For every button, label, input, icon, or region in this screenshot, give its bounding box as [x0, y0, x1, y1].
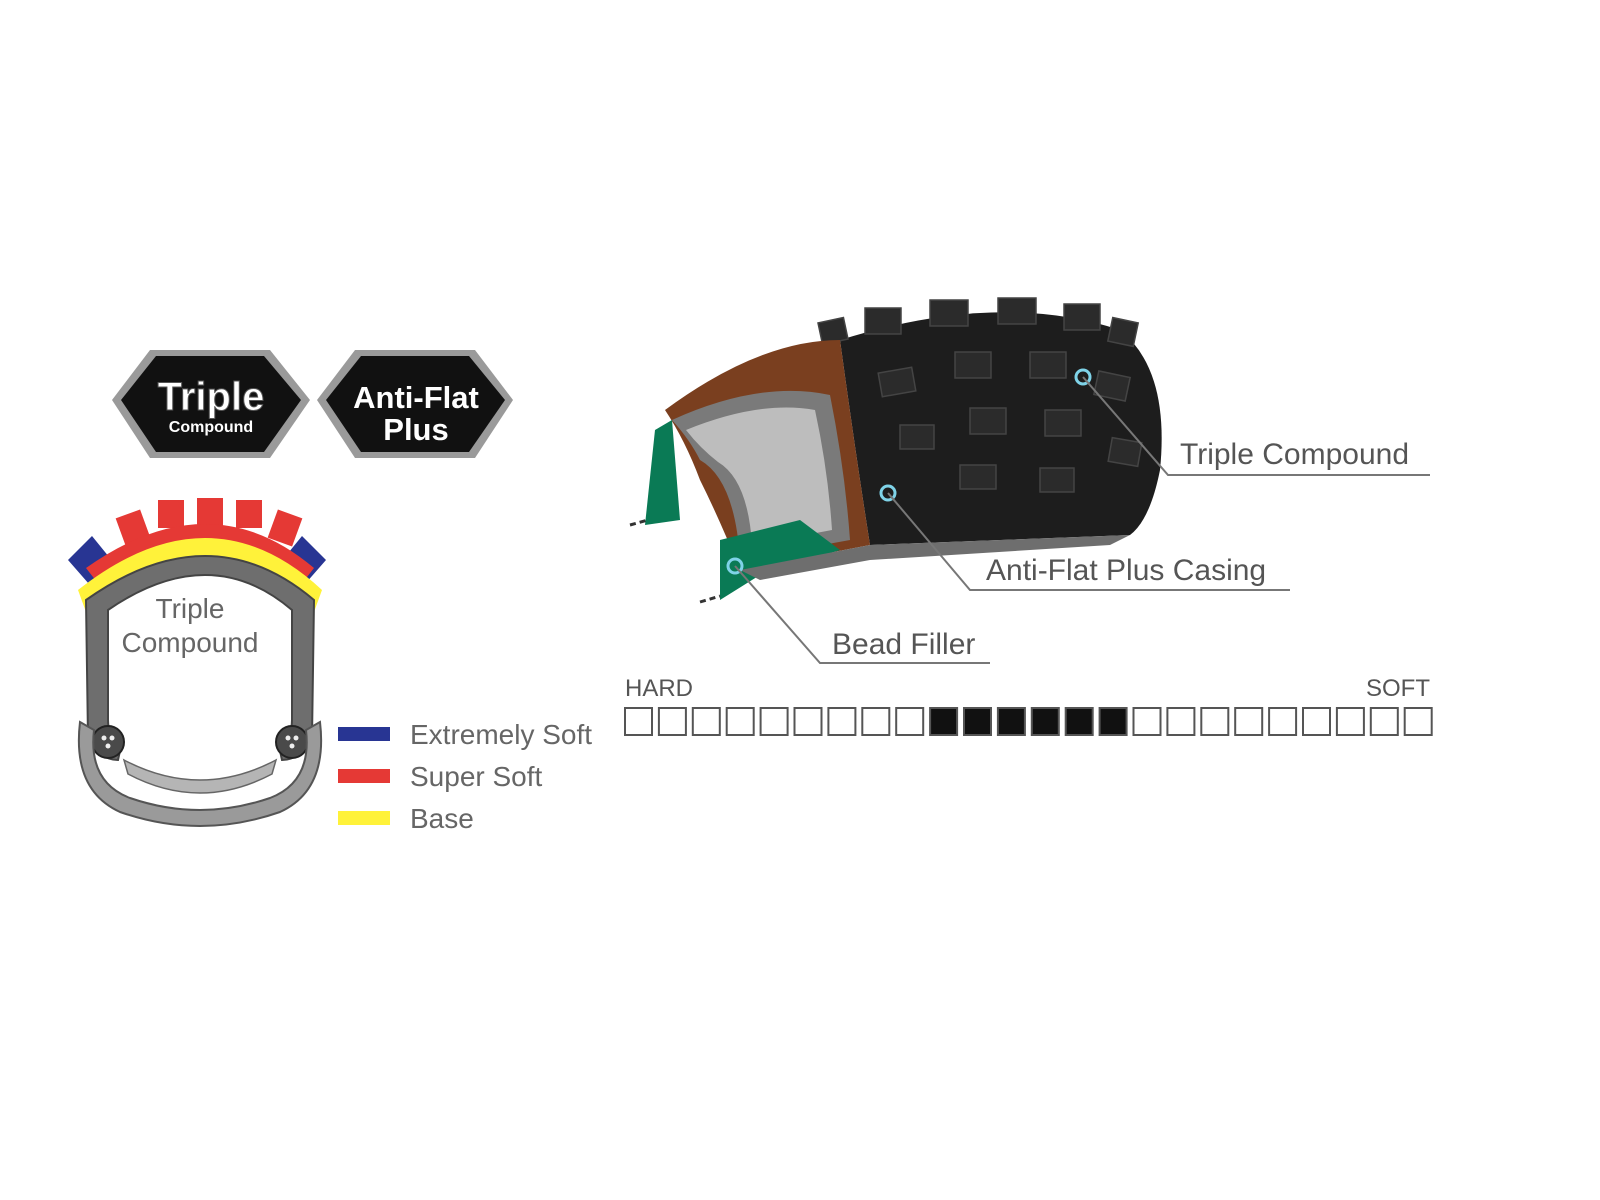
scale-label-hard: HARD: [625, 675, 693, 702]
label-bead-filler: Bead Filler: [832, 628, 975, 661]
label-anti-flat-plus-casing: Anti-Flat Plus Casing: [986, 554, 1266, 587]
compound-legend: Extremely Soft Super Soft Base: [338, 719, 592, 834]
scale-box-empty: [1166, 707, 1196, 736]
scale-box-filled: [963, 707, 992, 736]
tire-cutaway-illustration: [629, 297, 1162, 604]
scale-box-empty: [1268, 707, 1298, 736]
scale-box-empty: [1369, 707, 1399, 736]
scale-box-empty: [624, 707, 653, 736]
legend-label-extremely-soft: Extremely Soft: [410, 719, 592, 750]
scale-box-empty: [1403, 707, 1433, 736]
legend-swatch-extremely-soft: [338, 727, 390, 741]
badge-antiflat-line1: Anti-Flat: [353, 380, 479, 415]
badge-triple-line2: Compound: [169, 419, 253, 436]
scale-box-empty: [725, 707, 755, 736]
scale-box-filled: [1098, 707, 1128, 736]
label-triple-compound: Triple Compound: [1180, 438, 1409, 471]
leader-bead-filler: [734, 565, 990, 664]
callout-dot-casing: [879, 484, 897, 502]
legend-label-base: Base: [410, 803, 474, 834]
scale-box-empty: [1335, 707, 1365, 736]
scale-box-empty: [1302, 707, 1331, 736]
scale-box-empty: [1132, 707, 1162, 736]
legend-swatch-super-soft: [338, 769, 390, 783]
leader-triple-compound: [1082, 376, 1430, 476]
badge-triple-line1: Triple: [158, 375, 265, 419]
callout-dot-tread: [1074, 368, 1092, 386]
scale-box-empty: [1234, 707, 1264, 736]
scale-boxes: [624, 707, 1433, 736]
anti-flat-plus-badge: Anti-Flat Plus: [317, 350, 513, 458]
legend-label-super-soft: Super Soft: [410, 761, 543, 792]
badge-antiflat-line2: Plus: [383, 412, 448, 447]
scale-label-soft: SOFT: [1366, 675, 1430, 702]
scale-box-filled: [1030, 707, 1060, 736]
scale-box-empty: [827, 707, 857, 736]
leader-anti-flat-casing: [887, 492, 1290, 591]
cross-section-label-line2: Compound: [122, 627, 259, 658]
cross-section-label-line1: Triple: [156, 593, 225, 624]
scale-box-empty: [691, 707, 721, 736]
hardness-scale: HARD SOFT: [624, 675, 1433, 736]
scale-box-empty: [895, 707, 925, 736]
legend-swatch-base: [338, 811, 390, 825]
scale-box-empty: [657, 707, 687, 736]
scale-box-empty: [861, 707, 891, 736]
callout-dot-bead: [726, 557, 744, 575]
scale-box-empty: [1200, 707, 1230, 736]
triple-compound-badge: Triple Compound: [112, 350, 310, 458]
tire-cross-section: Triple Compound: [68, 498, 326, 827]
scale-box-empty: [759, 707, 789, 736]
scale-box-filled: [1064, 707, 1094, 736]
scale-box-filled: [996, 707, 1026, 736]
scale-box-filled: [929, 707, 959, 736]
scale-box-empty: [793, 707, 823, 736]
callouts: [734, 376, 1430, 664]
